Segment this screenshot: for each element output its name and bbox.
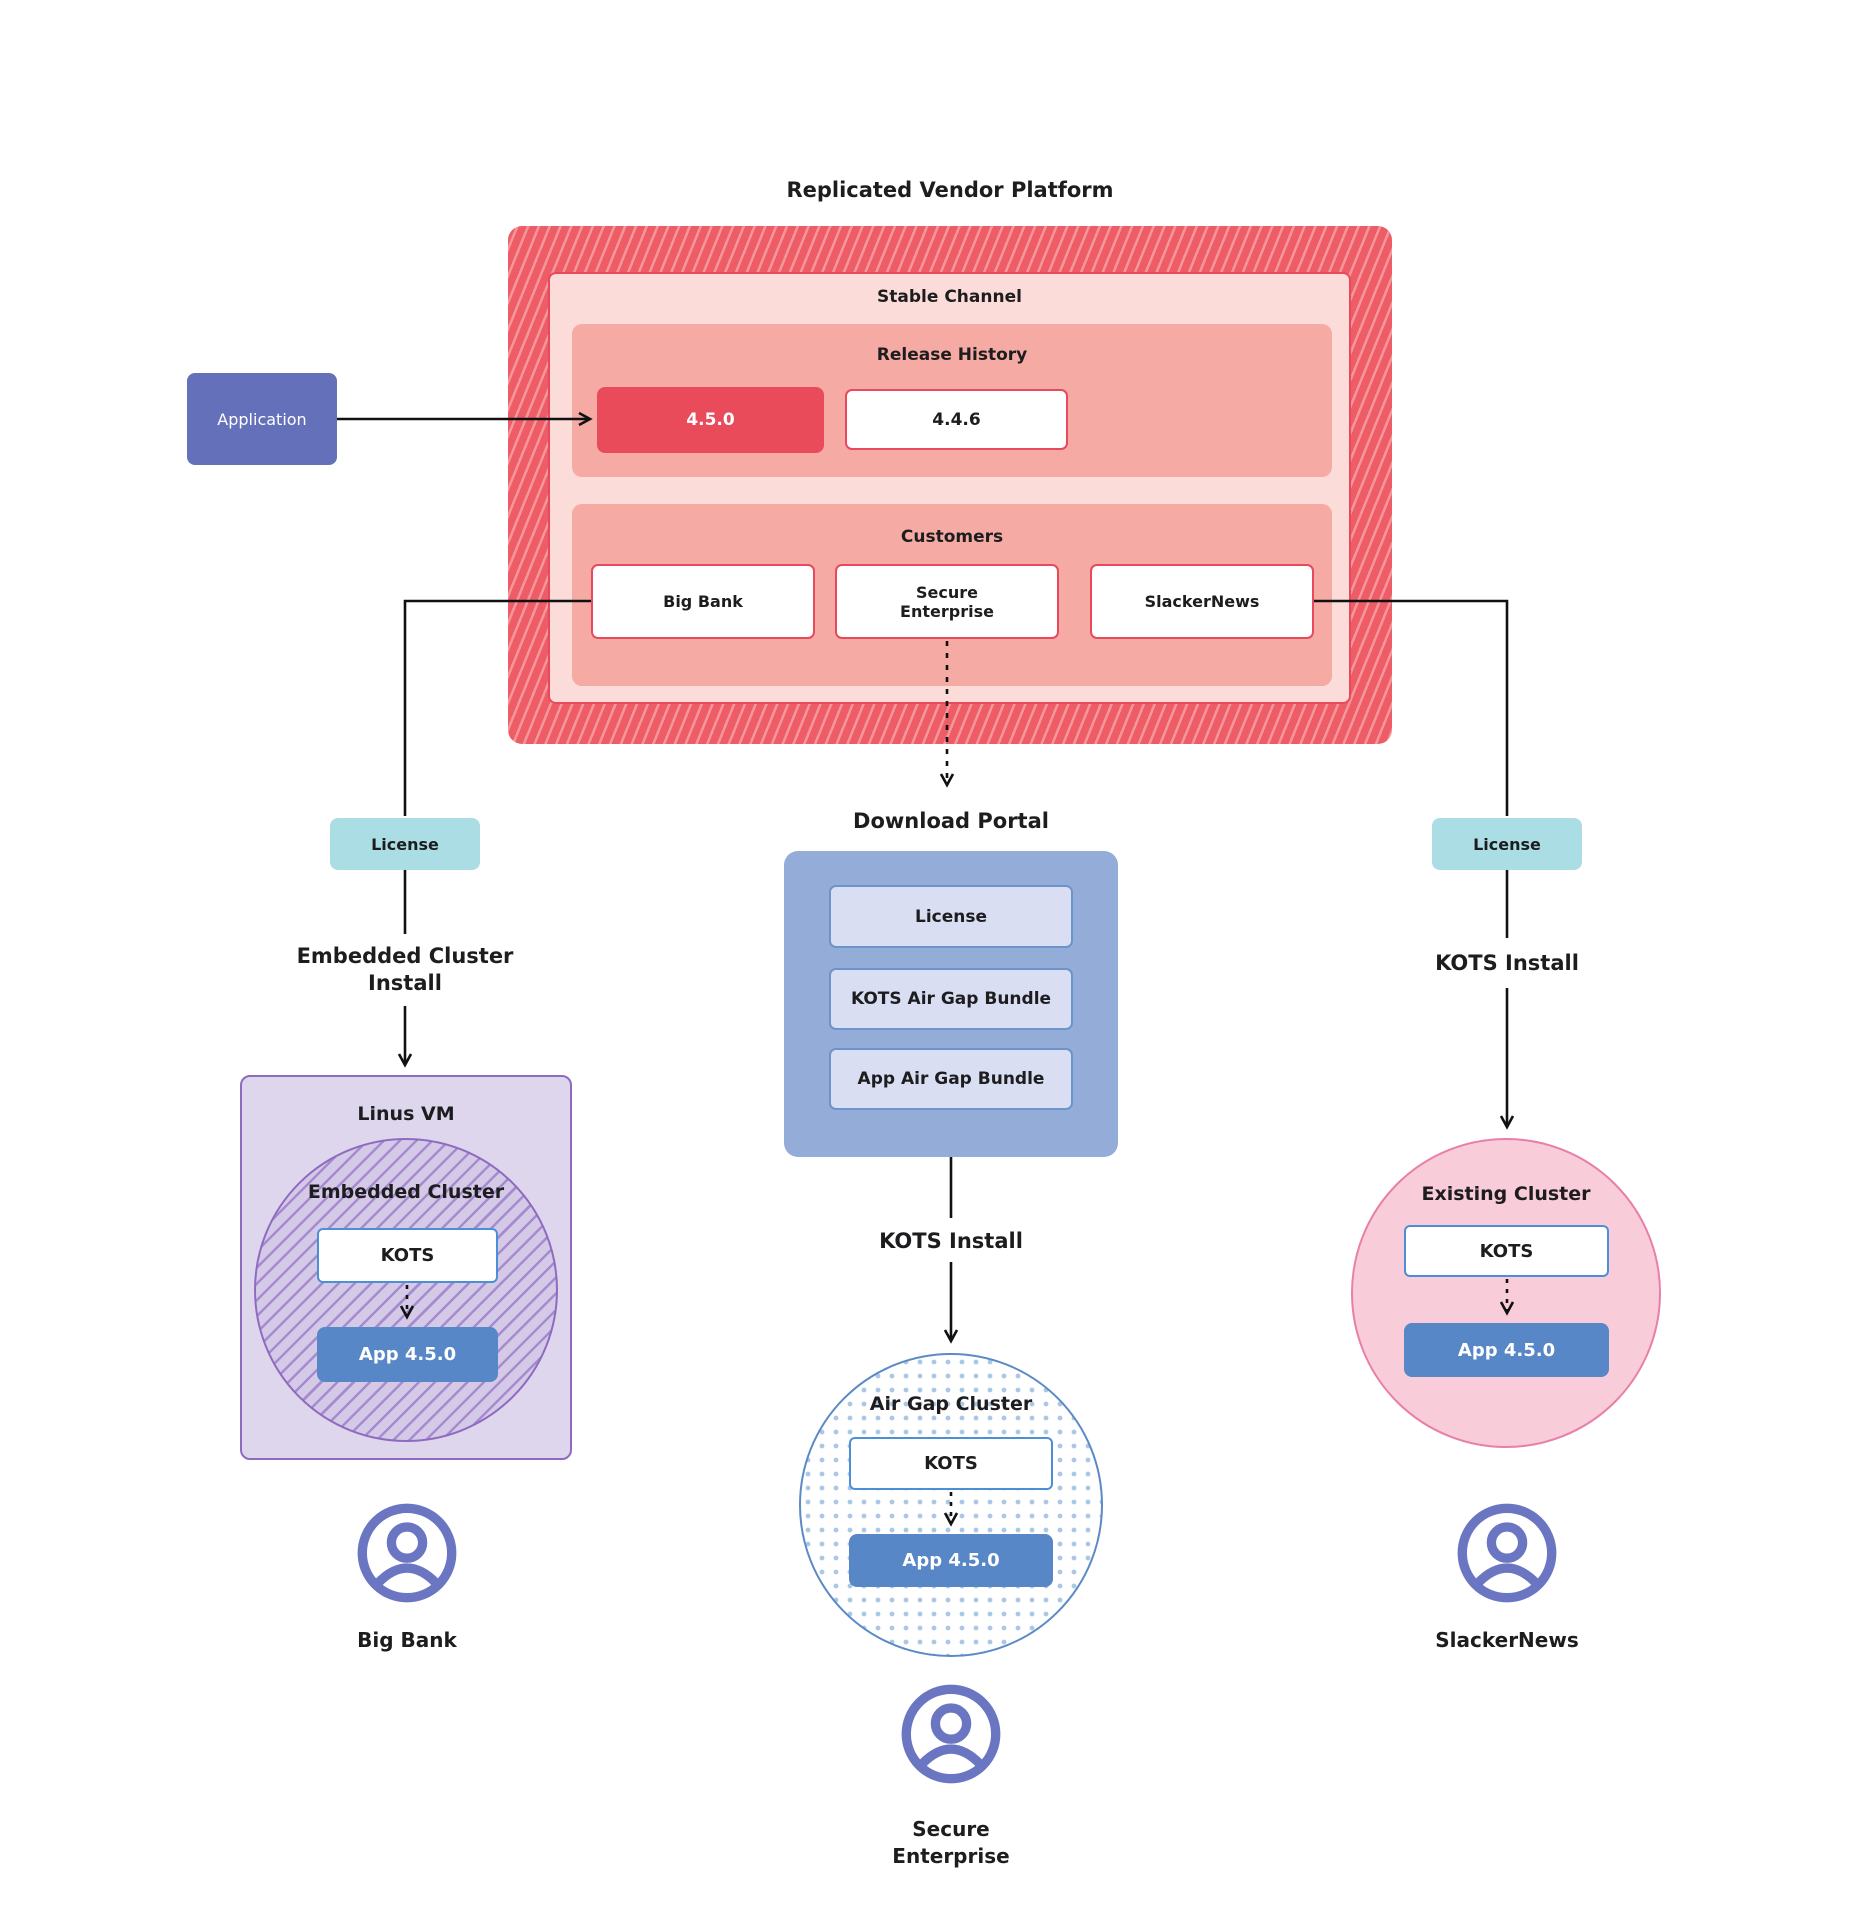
air-gap-cluster-label: Air Gap Cluster (869, 1393, 1033, 1415)
release-history-label: Release History (876, 345, 1028, 365)
kots-install-label-middle: KOTS Install (879, 1229, 1023, 1254)
embedded-cluster-label: Embedded Cluster (307, 1181, 505, 1203)
existing-cluster-label: Existing Cluster (1421, 1183, 1591, 1205)
customer-slackernews-box: SlackerNews (1090, 564, 1314, 639)
kots-install-label-right: KOTS Install (1435, 951, 1579, 976)
stable-channel-label: Stable Channel (877, 287, 1022, 307)
page-title: Replicated Vendor Platform (786, 178, 1114, 202)
user-icon-secure-enterprise (901, 1684, 1001, 1784)
kots-box-middle: KOTS (849, 1437, 1053, 1490)
app-box-left: App 4.5.0 (317, 1327, 498, 1382)
user-icon-slackernews (1457, 1503, 1557, 1603)
portal-item-app-airgap-bundle: App Air Gap Bundle (829, 1048, 1073, 1110)
portal-item-license: License (829, 885, 1073, 948)
license-tag-right: License (1432, 818, 1582, 870)
download-portal-label: Download Portal (853, 809, 1049, 834)
portal-item-kots-airgap-bundle: KOTS Air Gap Bundle (829, 968, 1073, 1030)
release-version-box-previous: 4.4.6 (845, 389, 1068, 450)
user-icon-big-bank (357, 1503, 457, 1603)
app-box-right: App 4.5.0 (1404, 1323, 1609, 1377)
embedded-cluster-install-label: Embedded Cluster Install (296, 943, 514, 995)
kots-box-right: KOTS (1404, 1225, 1609, 1277)
license-tag-left: License (330, 818, 480, 870)
customer-big-bank-box: Big Bank (591, 564, 815, 639)
customer-secure-enterprise-box: Secure Enterprise (835, 564, 1059, 639)
user-label-big-bank: Big Bank (357, 1627, 457, 1652)
kots-box-left: KOTS (317, 1228, 498, 1283)
app-box-middle: App 4.5.0 (849, 1534, 1053, 1587)
customers-label: Customers (900, 527, 1004, 547)
user-label-secure-enterprise: Secure Enterprise (892, 1817, 1010, 1868)
user-label-slackernews: SlackerNews (1435, 1627, 1579, 1652)
release-version-box-current: 4.5.0 (597, 387, 824, 453)
application-box: Application (187, 373, 337, 465)
linus-vm-label: Linus VM (357, 1103, 455, 1125)
